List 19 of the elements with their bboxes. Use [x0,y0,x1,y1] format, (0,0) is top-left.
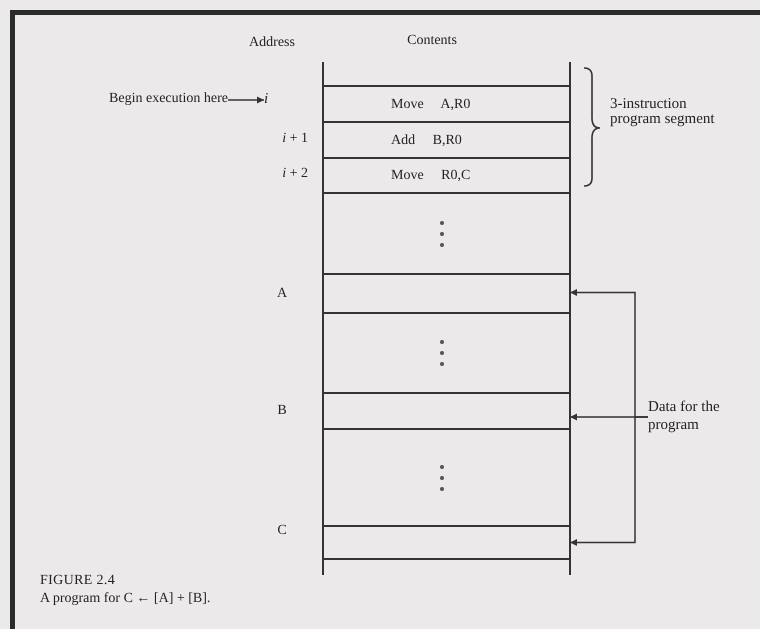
memory-cell [323,525,570,560]
column-heading: Contents [406,32,458,50]
instruction-text: Move A,R0 [391,96,470,114]
address-label: A [276,285,288,303]
instruction-text: Add B,R0 [391,132,462,150]
annotation-text: Data for the program [648,398,748,436]
address-label: i [264,90,278,110]
figure-caption: A program for C ← [A] + [B]. [40,590,210,608]
instruction-text: Move R0,C [391,167,470,185]
address-label: i + 2 [281,165,308,183]
arrow [570,416,648,546]
address-label: B [276,402,288,420]
annotation-text: Begin execution here [46,90,228,110]
arrow [228,96,264,104]
brace-label: 3-instruction program segment [610,97,716,127]
address-label: i + 1 [281,130,308,148]
address-label: C [276,522,288,540]
column-heading: Address [248,34,296,52]
figure-number: FIGURE 2.4 [40,572,116,590]
